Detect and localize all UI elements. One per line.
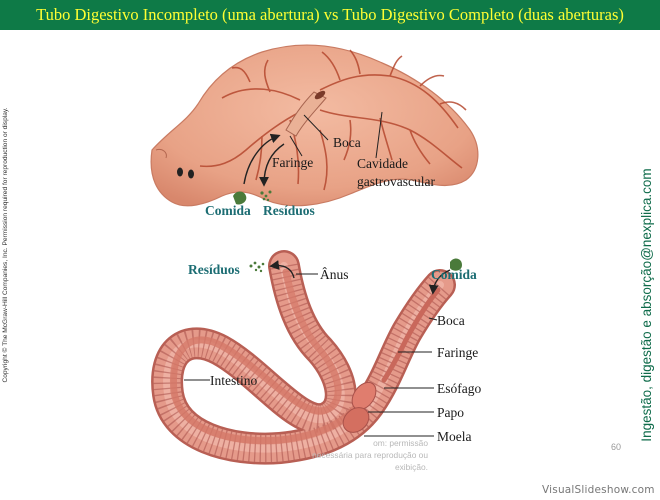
flatworm-eyespot-right [188,169,194,179]
earthworm-label-residuos: Resíduos [188,262,240,277]
flatworm-illustration [150,44,479,207]
flatworm-label-residuos: Resíduos [263,203,315,218]
earthworm-label-boca: Boca [437,313,465,328]
earthworm-illustration [151,250,462,465]
faded-note-line1: om: permissão [373,438,428,448]
flatworm-label-faringe: Faringe [272,155,313,170]
earthworm-segments [153,263,451,463]
flatworm-pharynx [285,91,327,137]
earthworm-food [450,258,462,271]
faringe-leader-flatworm [289,135,303,157]
flatworm-egest-arrow [259,143,285,187]
earthworm-label-anus: Ânus [320,267,349,282]
boca-leader-flatworm [303,114,329,141]
earthworm-intestine [169,268,364,445]
earthworm-ingest-arrow [428,269,451,295]
gastrovascular-branches [199,49,467,191]
earthworm-label-moela: Moela [437,429,472,444]
watermark: VisualSlideshow.com [542,484,655,496]
earthworm-label-papo: Papo [437,405,464,420]
earthworm-egest-arrow [269,260,295,279]
flatworm-eyespot-left [177,167,183,177]
flatworm-ingest-arrow [243,133,281,185]
flatworm-food [233,191,247,205]
earthworm-gizzard [342,407,370,433]
faded-permission-note: om: permissão necessária para reprodução… [298,437,428,473]
earthworm-pharynx [381,287,441,383]
flatworm-label-cavidade-1: Cavidade [357,156,408,171]
cavidade-leader [375,111,383,159]
flatworm-waste [260,190,272,202]
earthworm-label-esofago: Esófago [437,381,481,396]
flatworm-label-comida: Comida [205,203,251,218]
earthworm-label-faringe: Faringe [437,345,478,360]
earthworm-label-intestino: Intestino [210,373,257,388]
boca-leader-earthworm [428,317,438,321]
earthworm-waste [249,261,265,273]
page-number: 60 [611,442,622,452]
slide-title: Tubo Digestivo Incompleto (uma abertura)… [0,0,660,30]
earthworm-label-comida: Comida [431,267,477,282]
faded-note-line2: necessária para reprodução ou exibição. [312,450,428,472]
flatworm-label-boca: Boca [333,135,361,150]
flatworm-label-cavidade-2: gastrovascular [357,174,435,189]
